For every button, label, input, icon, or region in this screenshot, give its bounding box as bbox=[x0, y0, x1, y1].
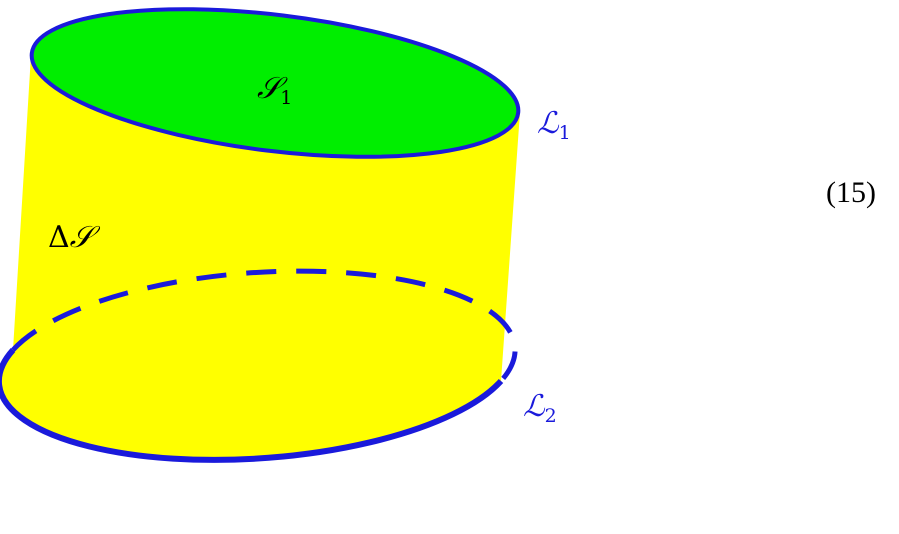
top-surface-s1 bbox=[29, 7, 521, 159]
label-delta-s: Δ𝒮 bbox=[48, 220, 101, 255]
label-l2: ℒ2 bbox=[523, 389, 557, 427]
equation-number: (15) bbox=[826, 176, 876, 209]
label-l1: ℒ1 bbox=[537, 106, 571, 144]
bottom-curve-l2-visible bbox=[0, 347, 504, 463]
